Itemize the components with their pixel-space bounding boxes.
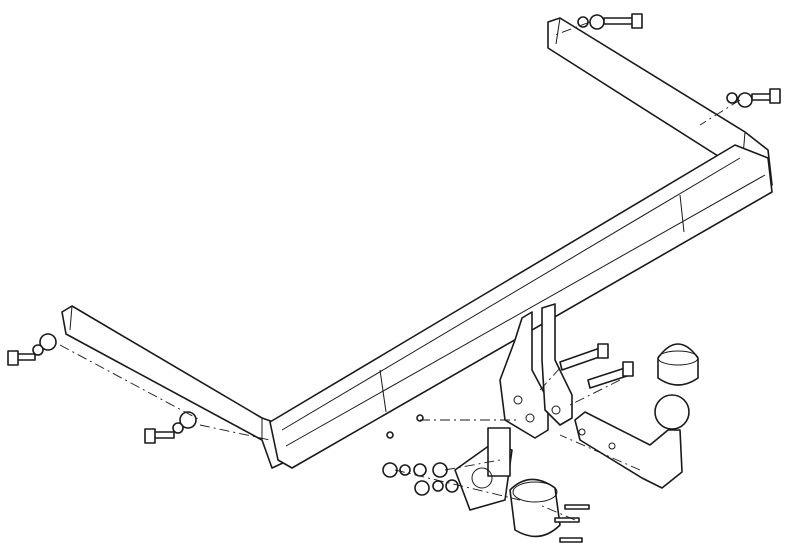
right-side-arm — [547, 17, 773, 197]
neck-bolts — [559, 343, 634, 389]
main-crossbar — [269, 144, 773, 469]
center-bracket — [499, 303, 573, 439]
assembly-lines — [59, 21, 741, 521]
tow-ball-neck — [574, 394, 690, 489]
left-side-arm — [61, 305, 286, 469]
electrical-socket — [509, 478, 561, 538]
fasteners — [7, 13, 781, 543]
tow-ball — [654, 394, 690, 430]
socket-plate — [454, 427, 513, 511]
ball-cap — [657, 343, 699, 386]
